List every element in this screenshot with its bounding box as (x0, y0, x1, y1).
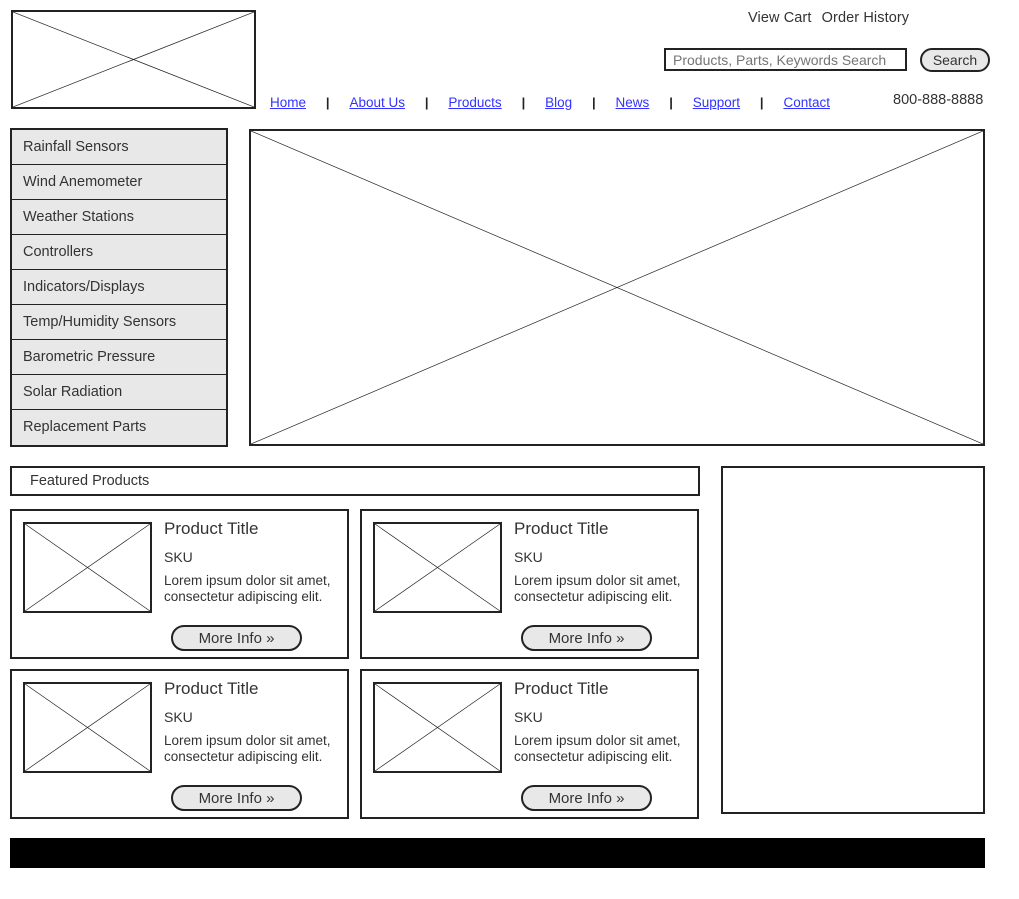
main-navigation: Home | About Us | Products | Blog | News… (270, 92, 830, 112)
product-title: Product Title (164, 519, 259, 538)
nav-separator: | (424, 94, 429, 110)
product-image-placeholder (373, 682, 502, 773)
product-image-placeholder (373, 522, 502, 613)
sidebar-item-barometric-pressure[interactable]: Barometric Pressure (12, 340, 226, 375)
nav-item-support[interactable]: Support (692, 94, 741, 110)
product-sku: SKU (164, 549, 193, 565)
nav-separator: | (325, 94, 330, 110)
product-card-body: Product Title SKU Lorem ipsum dolor sit … (164, 519, 341, 604)
order-history-link[interactable]: Order History (821, 10, 910, 26)
product-card-body: Product Title SKU Lorem ipsum dolor sit … (164, 679, 341, 764)
product-card-body: Product Title SKU Lorem ipsum dolor sit … (514, 679, 691, 764)
more-info-button[interactable]: More Info » (171, 785, 302, 811)
nav-item-home[interactable]: Home (270, 94, 307, 110)
more-info-button[interactable]: More Info » (521, 625, 652, 651)
nav-item-blog[interactable]: Blog (545, 94, 573, 110)
product-card[interactable]: Product Title SKU Lorem ipsum dolor sit … (10, 669, 349, 819)
product-description: Lorem ipsum dolor sit amet, consectetur … (514, 733, 681, 764)
product-card[interactable]: Product Title SKU Lorem ipsum dolor sit … (360, 669, 699, 819)
category-sidebar: Rainfall Sensors Wind Anemometer Weather… (10, 128, 228, 447)
search-input[interactable] (664, 48, 907, 71)
promo-panel[interactable] (721, 466, 985, 814)
nav-item-news[interactable]: News (615, 94, 650, 110)
sidebar-item-wind-anemometer[interactable]: Wind Anemometer (12, 165, 226, 200)
nav-item-products[interactable]: Products (448, 94, 502, 110)
view-cart-link[interactable]: View Cart (748, 10, 812, 26)
product-description: Lorem ipsum dolor sit amet, consectetur … (514, 573, 681, 604)
product-sku: SKU (164, 709, 193, 725)
product-description: Lorem ipsum dolor sit amet, consectetur … (164, 573, 331, 604)
nav-separator: | (592, 94, 596, 110)
phone-number: 800-888-8888 (893, 92, 984, 108)
product-image-placeholder (23, 522, 152, 613)
sidebar-item-replacement-parts[interactable]: Replacement Parts (12, 410, 226, 445)
search-button[interactable]: Search (920, 48, 990, 72)
product-card[interactable]: Product Title SKU Lorem ipsum dolor sit … (360, 509, 699, 659)
product-card-body: Product Title SKU Lorem ipsum dolor sit … (514, 519, 691, 604)
product-title: Product Title (514, 679, 609, 698)
hero-banner-placeholder[interactable] (249, 129, 985, 446)
logo-placeholder[interactable] (11, 10, 256, 109)
product-card[interactable]: Product Title SKU Lorem ipsum dolor sit … (10, 509, 349, 659)
more-info-button[interactable]: More Info » (171, 625, 302, 651)
nav-separator: | (669, 94, 673, 110)
sidebar-item-solar-radiation[interactable]: Solar Radiation (12, 375, 226, 410)
nav-item-about-us[interactable]: About Us (349, 94, 405, 110)
product-title: Product Title (164, 679, 259, 698)
sidebar-item-indicators-displays[interactable]: Indicators/Displays (12, 270, 226, 305)
site-footer (10, 838, 985, 868)
product-image-placeholder (23, 682, 152, 773)
sidebar-item-rainfall-sensors[interactable]: Rainfall Sensors (12, 130, 226, 165)
product-description: Lorem ipsum dolor sit amet, consectetur … (164, 733, 331, 764)
utility-links: View Cart Order History (748, 10, 909, 26)
sidebar-item-temp-humidity-sensors[interactable]: Temp/Humidity Sensors (12, 305, 226, 340)
site-header: View Cart Order History Search Home | Ab… (0, 0, 1019, 120)
product-sku: SKU (514, 709, 543, 725)
sidebar-item-controllers[interactable]: Controllers (12, 235, 226, 270)
featured-products-heading: Featured Products (10, 466, 700, 496)
product-title: Product Title (514, 519, 609, 538)
more-info-button[interactable]: More Info » (521, 785, 652, 811)
product-sku: SKU (514, 549, 543, 565)
sidebar-item-weather-stations[interactable]: Weather Stations (12, 200, 226, 235)
nav-separator: | (759, 94, 764, 110)
nav-item-contact[interactable]: Contact (783, 94, 830, 110)
nav-separator: | (521, 94, 526, 110)
